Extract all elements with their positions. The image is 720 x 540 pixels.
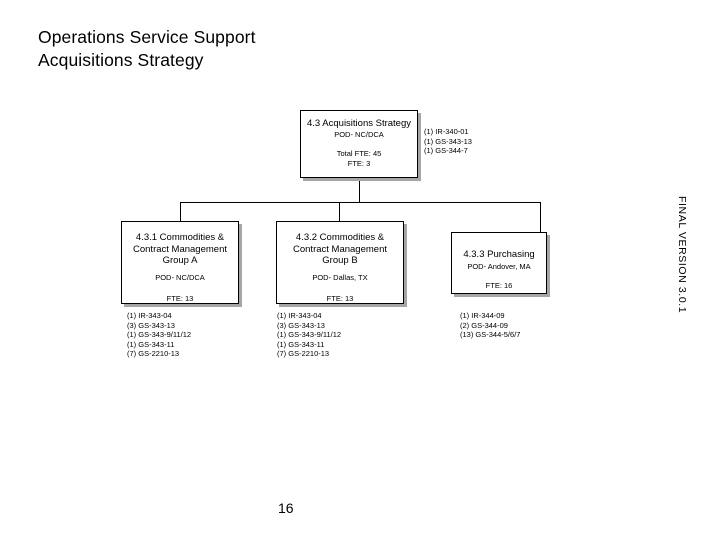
org-codes-child-c: (1) IR-344-09 (2) GS-344-09 (13) GS-344-…	[460, 311, 521, 340]
org-box-child-a-fte: FTE: 13	[166, 294, 194, 303]
org-box-root[interactable]: 4.3 Acquisitions Strategy POD- NC/DCA To…	[300, 110, 418, 178]
org-codes-root: (1) IR-340-01 (1) GS-343-13 (1) GS-344-7	[424, 127, 472, 156]
connector-drop-child-c	[540, 202, 541, 232]
org-box-child-a[interactable]: 4.3.1 Commodities & Contract Management …	[121, 221, 239, 304]
page-number: 16	[278, 500, 294, 516]
org-box-child-c-location: POD- Andover, MA	[467, 262, 531, 271]
org-box-root-fte: FTE: 3	[347, 159, 371, 168]
org-box-child-b-fte: FTE: 13	[326, 294, 354, 303]
org-box-root-location: POD- NC/DCA	[334, 130, 384, 139]
org-codes-child-a: (1) IR-343-04 (3) GS-343-13 (1) GS-343-9…	[127, 311, 192, 359]
org-box-child-a-location: POD- NC/DCA	[155, 273, 205, 282]
page-title: Operations Service Support Acquisitions …	[38, 27, 256, 70]
org-box-child-b-content: 4.3.2 Commodities & Contract Management …	[277, 222, 403, 303]
org-box-child-c-fte: FTE: 16	[485, 281, 513, 290]
org-codes-child-b: (1) IR-343-04 (3) GS-343-13 (1) GS-343-9…	[277, 311, 342, 359]
org-box-child-c-heading: 4.3.3 Purchasing	[463, 249, 535, 260]
org-box-child-a-heading: 4.3.1 Commodities & Contract Management …	[133, 232, 227, 266]
org-box-child-c[interactable]: 4.3.3 Purchasing POD- Andover, MA FTE: 1…	[451, 232, 547, 294]
org-box-child-b[interactable]: 4.3.2 Commodities & Contract Management …	[276, 221, 404, 304]
org-box-child-c-content: 4.3.3 Purchasing POD- Andover, MA FTE: 1…	[452, 233, 546, 293]
org-box-child-b-heading: 4.3.2 Commodities & Contract Management …	[293, 232, 387, 266]
org-box-root-content: 4.3 Acquisitions Strategy POD- NC/DCA To…	[301, 111, 417, 177]
org-box-child-b-location: POD- Dallas, TX	[312, 273, 368, 282]
connector-drop-child-b	[339, 202, 340, 221]
connector-root-stem	[359, 178, 360, 202]
version-side-label: FINAL VERSION 3.0.1	[676, 196, 688, 314]
connector-drop-child-a	[180, 202, 181, 221]
connector-horizontal-bus	[180, 202, 540, 203]
org-box-root-total-fte: Total FTE: 45	[336, 149, 382, 158]
org-box-root-heading: 4.3 Acquisitions Strategy	[306, 118, 412, 129]
org-box-child-a-content: 4.3.1 Commodities & Contract Management …	[122, 222, 238, 303]
